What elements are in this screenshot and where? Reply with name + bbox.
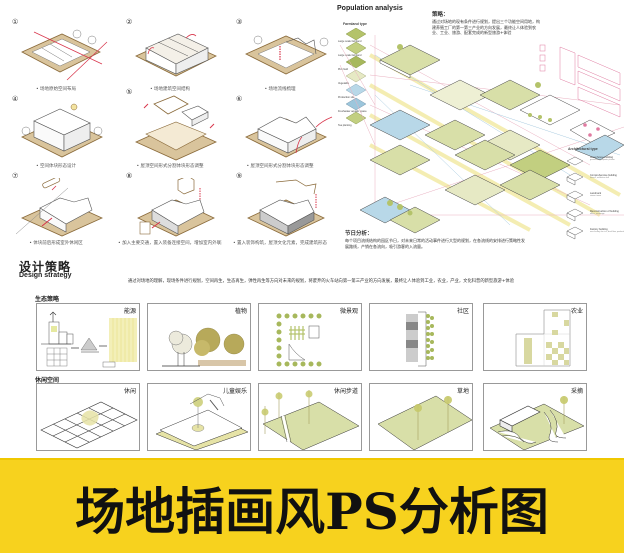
volume-design-illustration bbox=[21, 103, 103, 158]
architectural-type-icons bbox=[566, 156, 584, 240]
farmland-type-item: Pick field bbox=[338, 68, 349, 71]
step-caption: • 场地原始空间布局 bbox=[35, 87, 77, 92]
panel-children-play: 儿童娱乐 bbox=[147, 383, 251, 451]
roof-adjust-illustration bbox=[245, 116, 333, 158]
house-step-4: ④ • 空间体块形态设计 bbox=[4, 95, 108, 175]
micro-landscape-illustration bbox=[276, 313, 322, 367]
house-step-3: ③ • 场地流线梳理 bbox=[228, 18, 332, 98]
leisure-grid-illustration bbox=[40, 401, 138, 449]
building-structure-illustration bbox=[135, 33, 217, 77]
farmland-type-item: Large scale farmland bbox=[338, 40, 362, 43]
architectural-type-item: Reconstruction of building office, excha… bbox=[590, 210, 619, 215]
panel-label: 草地 bbox=[456, 388, 469, 395]
step-caption: • 场地建筑空间结构 bbox=[149, 87, 191, 92]
node-analysis-note: 节日分析： 每个项目流线结构的园区节日，对未来日常的活动事件进行大型的规划，在各… bbox=[345, 231, 525, 249]
panel-energy: 能源 bbox=[36, 303, 140, 371]
picking-illustration bbox=[489, 396, 585, 450]
circulation-illustration bbox=[245, 35, 329, 75]
panel-label: 能源 bbox=[123, 308, 136, 315]
panel-label: 儿童娱乐 bbox=[222, 388, 247, 395]
step-caption: • 体块前后形成室外休闲区 bbox=[29, 241, 83, 246]
step-number: ⑨ bbox=[236, 172, 243, 180]
circulation-connection-illustration bbox=[137, 178, 215, 237]
energy-illustration bbox=[41, 311, 137, 368]
banner-title: 场地插画风PS分析图 bbox=[75, 481, 549, 541]
step-caption: • 场地流线梳理 bbox=[264, 87, 296, 92]
step-number: ⑤ bbox=[126, 88, 133, 96]
population-analysis-title: Population analysis bbox=[337, 5, 403, 12]
architectural-type-item: Comprehensive building leisure, exhibiti… bbox=[590, 174, 617, 179]
step-number: ⑥ bbox=[236, 95, 243, 103]
panel-lawn: 草地 bbox=[369, 383, 473, 451]
agriculture-illustration bbox=[515, 309, 571, 367]
architectural-type-label: Architectural type bbox=[568, 147, 598, 151]
node-analysis-heading: 节日分析： bbox=[345, 231, 373, 237]
design-strategy-description: 通过对场地的理解，现场条件进行规划，空间再生，生态再生，弹性再生等方向对未来的规… bbox=[128, 279, 515, 284]
final-form-illustration bbox=[247, 179, 325, 237]
design-strategy-title-en: Design strategy bbox=[19, 272, 72, 279]
step-number: ⑧ bbox=[126, 172, 133, 180]
farmland-type-item: Freshwater aquatic space bbox=[338, 110, 367, 113]
farmland-type-item: Tea planting bbox=[338, 124, 352, 127]
farmland-type-label: Farmland type bbox=[343, 22, 367, 26]
farmland-type-item: Production site bbox=[338, 96, 355, 99]
panel-label: 社区 bbox=[456, 308, 469, 315]
panel-agriculture: 农业 bbox=[483, 303, 587, 371]
strategy-heading: 策略： bbox=[432, 12, 449, 18]
step-caption: • 空间体块形态设计 bbox=[35, 164, 77, 169]
house-step-7: ⑦ • 体块前后形成室外休闲区 bbox=[4, 172, 108, 252]
step-caption: • 屋顶空间形式分割体块形态调整 bbox=[246, 164, 314, 169]
panel-walkway: 休闲步道 bbox=[258, 383, 362, 451]
step-number: ④ bbox=[12, 95, 19, 103]
community-illustration bbox=[406, 311, 434, 367]
node-analysis-text: 每个项目流线结构的园区节日，对未来日常的活动事件进行大型的规划，在各流线的安排进… bbox=[345, 238, 525, 249]
house-step-8: ⑧ • 加入主要交通，置入装备连接空间，增加室内外联系 bbox=[118, 172, 222, 252]
house-step-9: ⑨ • 置入装饰构筑，屋顶文化元素，完成建筑形态 bbox=[228, 172, 332, 252]
farmland-type-legend bbox=[340, 27, 390, 128]
panel-label: 植物 bbox=[234, 308, 247, 315]
step-caption: • 加入主要交通，置入装备连接空间，增加室内外联系 bbox=[118, 241, 222, 246]
house-step-1: ① • 场地原始空间布局 bbox=[4, 18, 108, 98]
panel-label: 微景观 bbox=[339, 308, 358, 315]
architectural-type-item: Factory building new factory for rice, d… bbox=[590, 228, 624, 233]
lawn-illustration bbox=[377, 395, 472, 450]
farmland-type-icons bbox=[345, 27, 367, 125]
step-caption: • 屋顶空间形式分割体块形态调整 bbox=[136, 164, 204, 169]
step-caption: • 置入装饰构筑，屋顶文化元素，完成建筑形态 bbox=[232, 241, 328, 246]
architectural-type-item: Landmark viewer tower bbox=[590, 192, 602, 197]
farmland-type-item: Vegetable bbox=[338, 82, 350, 85]
house-step-6: ⑥ • 屋顶空间形式分割体块形态调整 bbox=[228, 95, 333, 175]
title-banner: 场地插画风PS分析图 bbox=[0, 458, 624, 553]
panel-picking: 采摘 bbox=[483, 383, 587, 451]
design-strategy-title-cn: 设计策略 bbox=[19, 260, 72, 274]
children-play-illustration bbox=[155, 393, 249, 450]
ecology-strategy-label: 生态策略 bbox=[35, 296, 60, 303]
house-step-5: ⑤ • 屋顶空间形式分割体块形态调整 bbox=[118, 88, 222, 169]
site-layout-illustration bbox=[21, 29, 108, 81]
panel-community: 社区 bbox=[369, 303, 473, 371]
roof-split-illustration bbox=[135, 95, 217, 161]
leisure-space-label: 休闲空间 bbox=[35, 377, 60, 384]
house-step-2: ② • 场地建筑空间结构 bbox=[118, 18, 222, 98]
panel-label: 农业 bbox=[570, 308, 583, 315]
panel-plants: 植物 bbox=[147, 303, 251, 371]
panel-label: 采摘 bbox=[570, 388, 583, 395]
step-number: ① bbox=[12, 18, 19, 26]
step-number: ② bbox=[126, 18, 133, 26]
outdoor-leisure-illustration bbox=[15, 178, 103, 237]
step-number: ③ bbox=[236, 18, 243, 26]
panel-label: 休闲 bbox=[123, 388, 136, 395]
panel-leisure: 休闲 bbox=[36, 383, 140, 451]
panel-micro-landscape: 微景观 bbox=[258, 303, 362, 371]
architectural-type-item: Greenhouse building greenhouse, aquatic … bbox=[590, 156, 615, 161]
farmland-type-item: Large scale farmland bbox=[338, 54, 362, 57]
strategy-text: 通过对场地的现有条件进行规划，提出三个功能空间用地，构建养殖工厂的第一第三产业的… bbox=[432, 19, 540, 35]
strategy-note: 策略： 通过对场地的现有条件进行规划，提出三个功能空间用地，构建养殖工厂的第一第… bbox=[432, 12, 542, 36]
walkway-illustration bbox=[261, 390, 360, 450]
population-flow-diagram bbox=[339, 35, 624, 234]
plants-illustration bbox=[162, 327, 246, 367]
panel-label: 休闲步道 bbox=[333, 388, 358, 395]
step-number: ⑦ bbox=[12, 172, 19, 180]
